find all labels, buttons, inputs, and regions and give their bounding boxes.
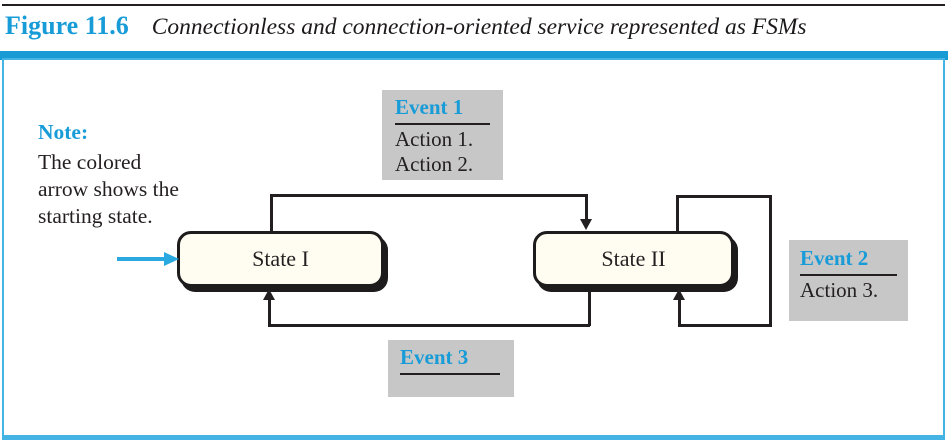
figure-caption: Connectionless and connection-oriented s… — [151, 14, 807, 40]
figure-label: Figure 11.6 — [5, 11, 129, 40]
event2-box: Event 2 Action 3. — [789, 240, 908, 321]
line-segment — [676, 195, 771, 198]
line-segment — [678, 324, 771, 327]
arrowhead-up-icon — [673, 289, 685, 300]
title-divider-bar — [0, 51, 948, 60]
state-node-state1: State I — [177, 231, 384, 287]
line-segment — [588, 291, 591, 326]
line-segment — [270, 194, 273, 231]
line-segment — [676, 195, 679, 231]
state-node-state2: State II — [533, 231, 734, 287]
arrowhead-up-icon — [263, 289, 275, 300]
event3-label: Event 3 — [400, 345, 469, 369]
event1-rule — [395, 123, 490, 125]
line-segment — [268, 324, 590, 327]
start-arrow-line — [117, 257, 167, 261]
line-segment — [270, 194, 587, 197]
event3-rule — [400, 373, 500, 375]
state1-label: State I — [252, 246, 309, 271]
note-line: starting state. — [38, 204, 153, 228]
event3-box: Event 3 — [388, 340, 514, 397]
event2-rule — [800, 274, 897, 276]
figure-title: Figure 11.6 Connectionless and connectio… — [5, 11, 807, 41]
arrowhead-right-icon — [164, 252, 179, 266]
note-block: Note: The colored arrow shows the starti… — [38, 119, 218, 230]
event1-action: Action 1. — [395, 127, 474, 151]
event1-box: Event 1 Action 1. Action 2. — [382, 90, 503, 180]
figure-frame — [2, 58, 945, 440]
note-line: arrow shows the — [38, 177, 179, 201]
line-segment — [678, 300, 681, 326]
arrowhead-down-icon — [580, 219, 592, 230]
line-segment — [585, 194, 588, 221]
line-segment — [268, 300, 271, 326]
event2-action: Action 3. — [800, 278, 879, 302]
note-line: The colored — [38, 150, 142, 174]
line-segment — [769, 195, 772, 327]
note-heading: Note: — [38, 120, 89, 144]
top-rule — [2, 4, 945, 6]
event1-label: Event 1 — [395, 95, 464, 119]
event1-action: Action 2. — [395, 152, 474, 176]
state2-label: State II — [601, 246, 666, 271]
event2-label: Event 2 — [800, 246, 869, 270]
